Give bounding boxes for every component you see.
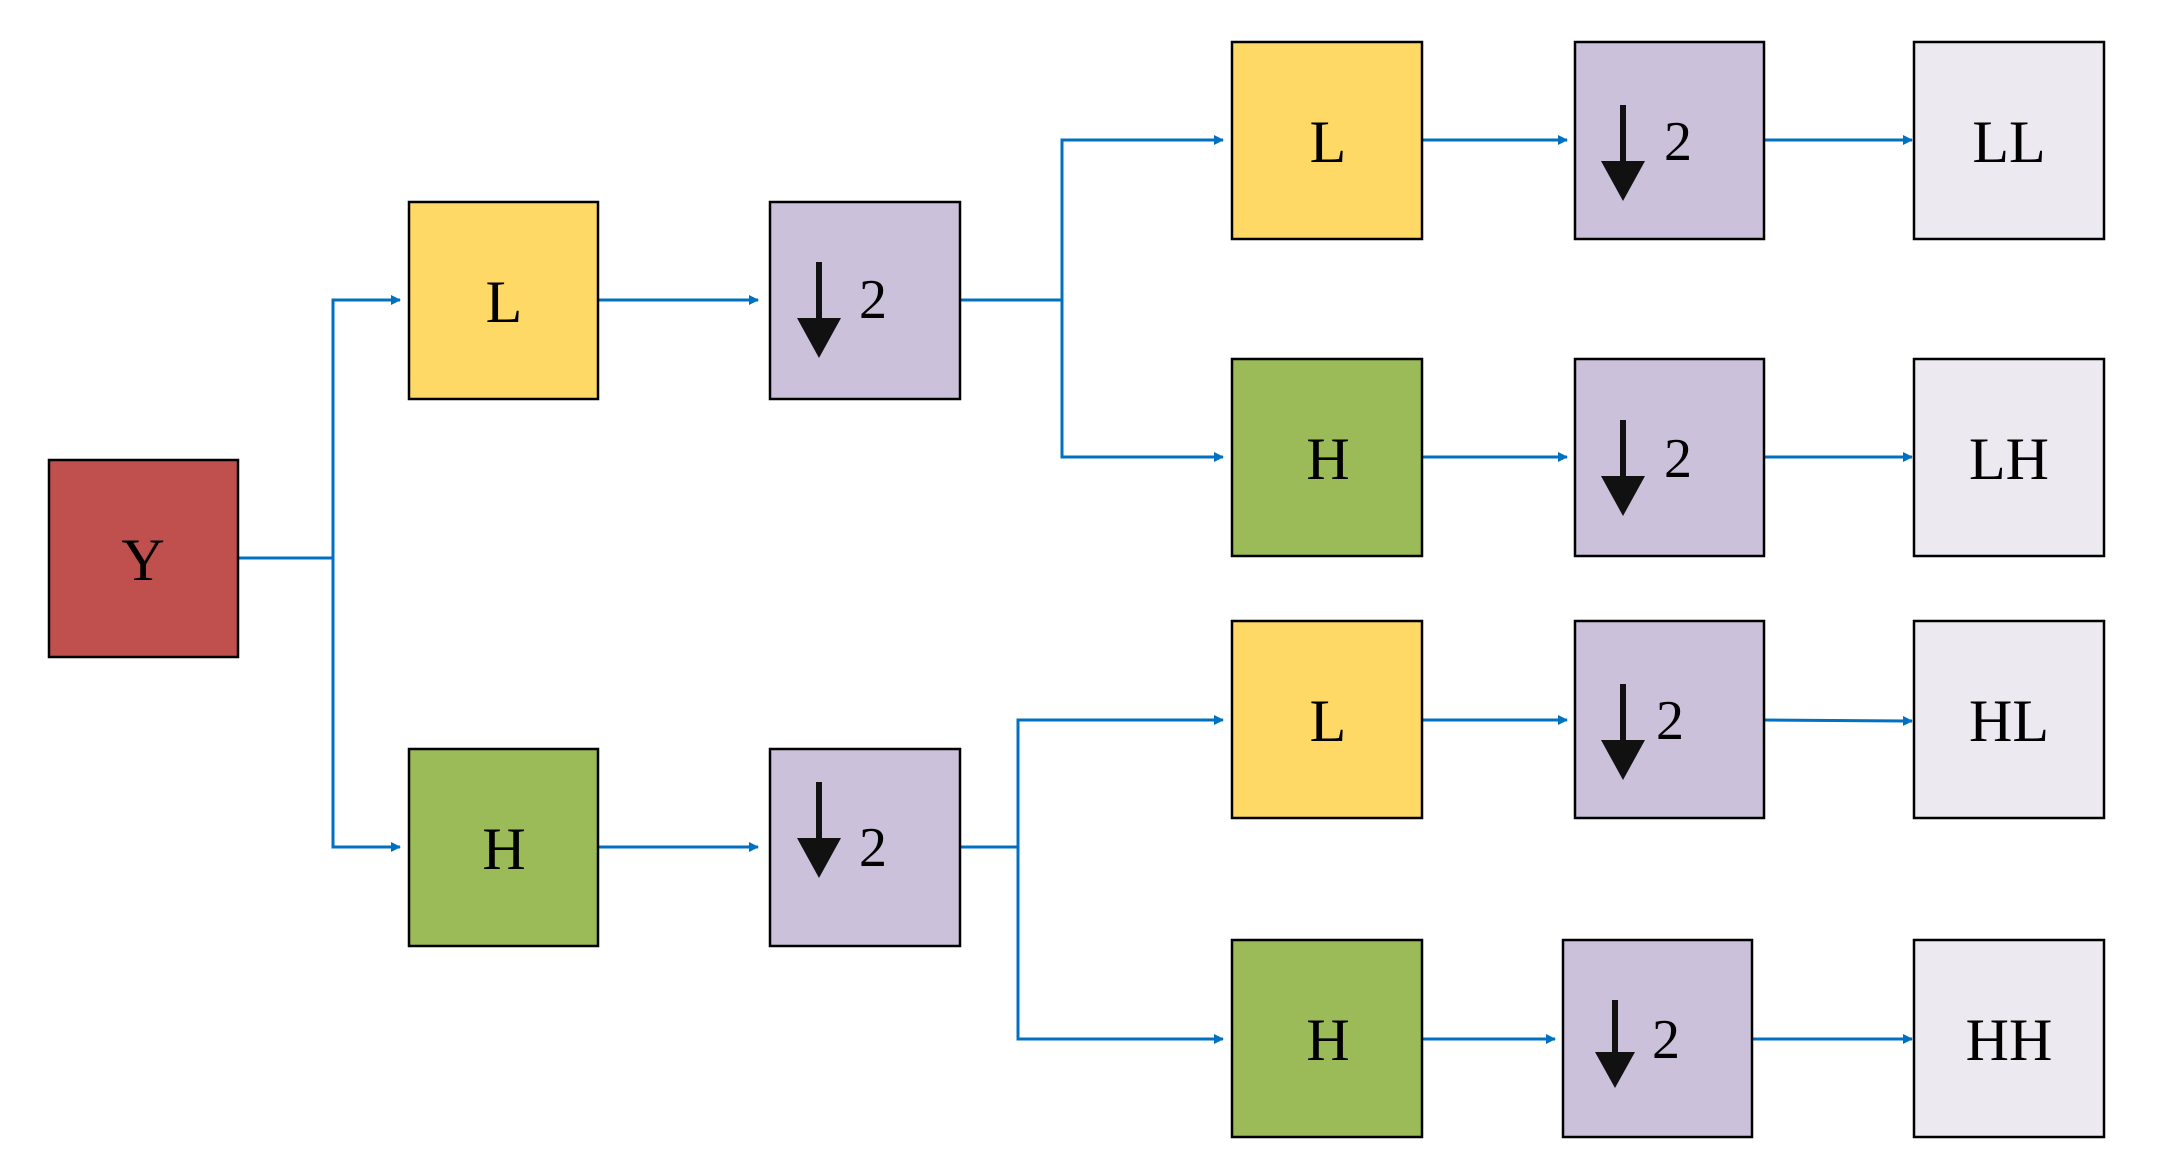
edge-ds1-low-to-l2-high bbox=[1060, 300, 1224, 462]
l2a-lowpass-filter: L bbox=[1230, 40, 1424, 241]
l2b-lowpass-label: L bbox=[1310, 688, 1347, 754]
input-label: Y bbox=[121, 527, 164, 593]
output-hh-label: HH bbox=[1966, 1007, 2053, 1073]
edge-ds1-high-to-l2-high bbox=[1016, 847, 1224, 1044]
down-arrow-icon bbox=[797, 782, 841, 878]
output-lh: LH bbox=[1912, 357, 2106, 558]
down-arrow-icon bbox=[1601, 105, 1645, 201]
l2a-downsampler-low-factor: 2 bbox=[1664, 111, 1692, 173]
output-ll: LL bbox=[1912, 40, 2106, 241]
down-arrow-icon bbox=[1595, 1000, 1635, 1088]
l1-downsampler-low-factor: 2 bbox=[859, 269, 887, 331]
edge-ds1-high-to-l2-low bbox=[960, 715, 1224, 849]
l2a-downsampler-low: 2 bbox=[1573, 40, 1766, 241]
l1-lowpass-filter: L bbox=[407, 200, 600, 401]
l2a-highpass-filter: H bbox=[1230, 357, 1424, 558]
l1-highpass-filter: H bbox=[407, 747, 600, 948]
output-ll-label: LL bbox=[1972, 109, 2045, 175]
l1-downsampler-high: 2 bbox=[768, 747, 962, 948]
output-hh: HH bbox=[1912, 938, 2106, 1139]
l2a-downsampler-high: 2 bbox=[1573, 357, 1766, 558]
l2b-highpass-label: H bbox=[1306, 1007, 1349, 1073]
l2a-lowpass-label: L bbox=[1310, 109, 1347, 175]
edge-y-to-l1-low bbox=[238, 295, 401, 560]
l2b-downsampler-high-factor: 2 bbox=[1652, 1009, 1680, 1071]
down-arrow-icon bbox=[797, 262, 841, 358]
down-arrow-icon bbox=[1601, 420, 1645, 516]
l1-lowpass-label: L bbox=[486, 269, 523, 335]
edge-y-to-l1-high bbox=[331, 558, 401, 852]
output-hl-label: HL bbox=[1969, 688, 2049, 754]
l1-downsampler-high-factor: 2 bbox=[859, 817, 887, 879]
l2b-downsampler-low-factor: 2 bbox=[1656, 690, 1684, 752]
l2a-downsampler-high-factor: 2 bbox=[1664, 428, 1692, 490]
down-arrow-icon bbox=[1601, 684, 1645, 780]
input-node: Y bbox=[47, 458, 240, 659]
output-hl: HL bbox=[1912, 619, 2106, 820]
output-lh-label: LH bbox=[1969, 426, 2049, 492]
edge-ds1-low-to-l2-low bbox=[960, 135, 1224, 302]
l2b-lowpass-filter: L bbox=[1230, 619, 1424, 820]
edge-ds-to-hl bbox=[1763, 715, 1913, 726]
l1-downsampler-low: 2 bbox=[768, 200, 962, 401]
l2b-downsampler-high: 2 bbox=[1561, 938, 1754, 1139]
connections bbox=[238, 135, 1913, 1044]
l2b-highpass-filter: H bbox=[1230, 938, 1424, 1139]
l1-highpass-label: H bbox=[482, 816, 525, 882]
l2a-highpass-label: H bbox=[1306, 426, 1349, 492]
l2b-downsampler-low: 2 bbox=[1573, 619, 1766, 820]
